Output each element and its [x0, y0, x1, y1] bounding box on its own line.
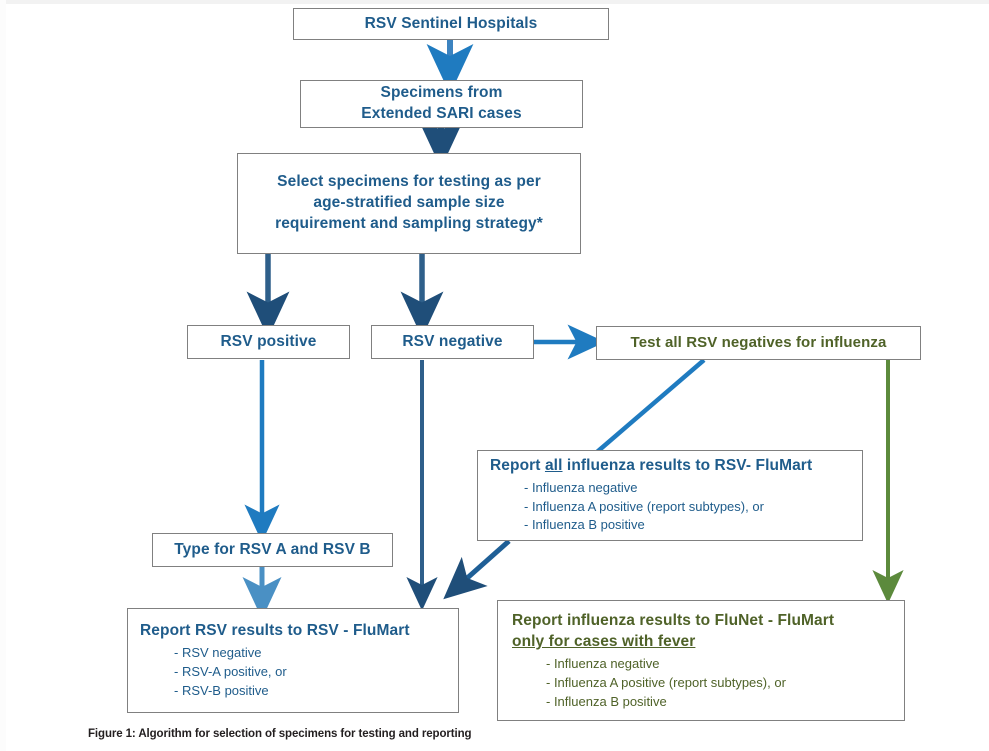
node-select-specimens[interactable]: Select specimens for testing as per age-…	[237, 153, 581, 254]
edge-test-all-to-report-all-influenza	[595, 358, 706, 454]
node-title: Report all influenza results to RSV- Flu…	[490, 456, 862, 477]
node-label-line-3: requirement and sampling strategy*	[275, 214, 543, 232]
node-test-all-rsv-negatives[interactable]: Test all RSV negatives for influenza	[596, 326, 921, 360]
node-title-line-2: only for cases with fever	[512, 632, 696, 650]
list-item: - Influenza negative	[524, 479, 638, 495]
list-item: - RSV-A positive, or	[174, 663, 287, 679]
figure-caption: Figure 1: Algorithm for selection of spe…	[88, 728, 472, 740]
node-label: Test all RSV negatives for influenza	[630, 333, 887, 351]
node-report-rsv-results[interactable]: Report RSV results to RSV - FluMart - RS…	[127, 608, 459, 713]
node-type-for-rsv-a-and-b[interactable]: Type for RSV A and RSV B	[152, 533, 393, 567]
node-label-line-2: Extended SARI cases	[361, 105, 522, 122]
page-top-strip	[0, 0, 989, 4]
list-item: - Influenza B positive	[524, 517, 645, 533]
list-item: - Influenza negative	[546, 655, 660, 671]
list-item: - RSV negative	[174, 644, 262, 660]
list-item: - Influenza A positive (report subtypes)…	[546, 674, 786, 690]
node-rsv-sentinel-hospitals[interactable]: RSV Sentinel Hospitals	[293, 8, 609, 40]
page-left-strip	[0, 0, 6, 751]
node-title: Report RSV results to RSV - FluMart	[140, 622, 410, 639]
node-bullet-list: - RSV negative - RSV-A positive, or - RS…	[140, 644, 458, 701]
node-title-underlined: all	[544, 456, 563, 474]
node-label-line-2: age-stratified sample size	[313, 194, 505, 212]
node-report-influenza-flunet-flumart[interactable]: Report influenza results to FluNet - Flu…	[497, 600, 905, 721]
node-rsv-negative[interactable]: RSV negative	[371, 325, 534, 359]
node-report-all-influenza-rsv-flumart[interactable]: Report all influenza results to RSV- Flu…	[477, 450, 863, 541]
node-title-pre: Report	[490, 456, 545, 474]
list-item: - Influenza A positive (report subtypes)…	[524, 498, 764, 514]
node-title-line-1: Report influenza results to FluNet - Flu…	[512, 612, 835, 629]
node-label: RSV negative	[402, 332, 503, 350]
node-bullet-list: - Influenza negative - Influenza A posit…	[490, 479, 862, 536]
list-item: - Influenza B positive	[546, 693, 667, 709]
node-label-line-1: Select specimens for testing as per	[277, 173, 541, 191]
node-label-line-1: Specimens from	[380, 84, 503, 102]
list-item: - RSV-B positive	[174, 682, 269, 698]
node-bullet-list: - Influenza negative - Influenza A posit…	[512, 655, 904, 712]
node-specimens-extended-sari[interactable]: Specimens from Extended SARI cases	[300, 80, 583, 128]
node-rsv-positive[interactable]: RSV positive	[187, 325, 350, 359]
node-title-post: influenza results to RSV- FluMart	[562, 456, 813, 474]
edge-report-all-influenza-to-report-rsv	[443, 539, 511, 600]
node-label: Type for RSV A and RSV B	[174, 540, 371, 558]
node-label: RSV positive	[220, 332, 317, 350]
node-label: RSV Sentinel Hospitals	[364, 14, 538, 32]
